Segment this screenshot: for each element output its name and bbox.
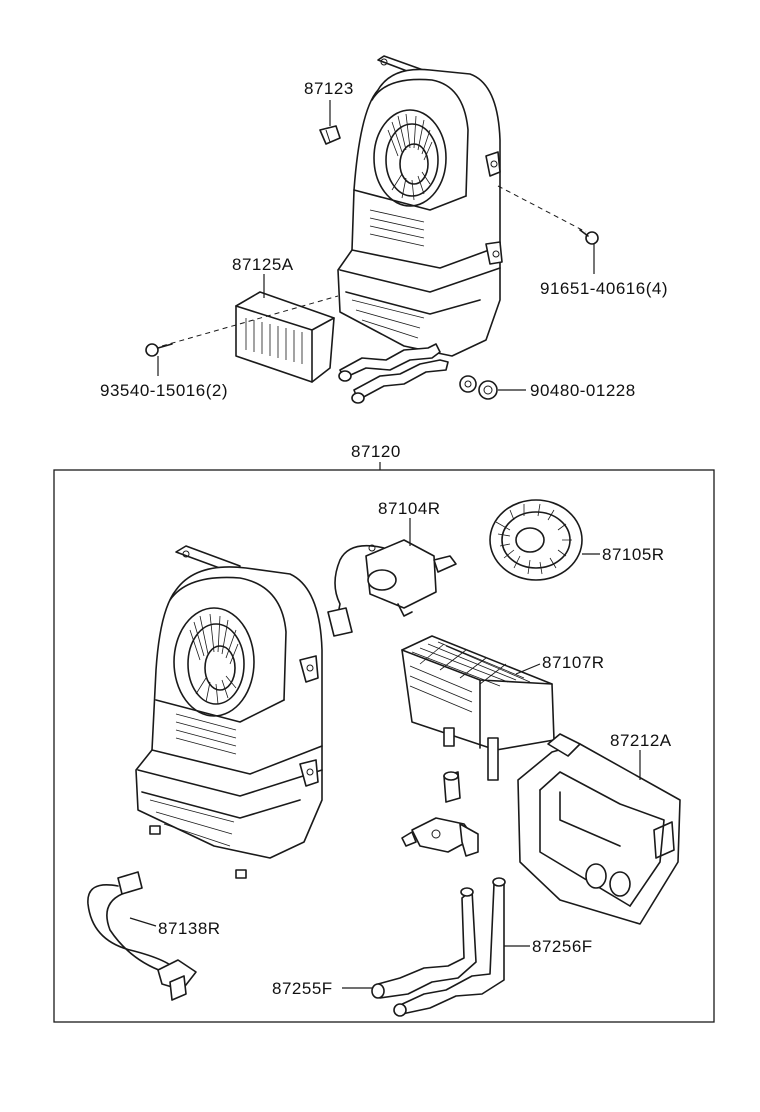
- lower-case-87212A: [517, 733, 681, 925]
- label-87104R: 87104R: [378, 499, 441, 518]
- label-87212A: 87212A: [610, 731, 672, 750]
- clip-87123: [319, 125, 341, 145]
- label-90480-01228: 90480-01228: [530, 381, 636, 400]
- water-valve: [401, 771, 479, 857]
- leader-87107R: [515, 663, 541, 675]
- servo-motor-87104R: [327, 539, 457, 637]
- pipes-87255F-87256F: [371, 877, 506, 1017]
- screw-93540: [145, 343, 173, 357]
- blower-unit-assembly-top: [337, 55, 503, 404]
- label-87138R: 87138R: [158, 919, 221, 938]
- screw-91651: [579, 229, 599, 245]
- label-87107R: 87107R: [542, 653, 605, 672]
- label-87123: 87123: [304, 79, 354, 98]
- wire-harness-87138R: [87, 871, 197, 1001]
- label-93540-15016: 93540-15016(2): [100, 381, 228, 400]
- blower-housing-main: [135, 545, 323, 879]
- grommet-90480: [459, 375, 498, 400]
- guide-line-screw-91651: [497, 185, 587, 233]
- label-91651-40616: 91651-40616(4): [540, 279, 668, 298]
- label-87125A: 87125A: [232, 255, 294, 274]
- kit-87120-box: [53, 469, 715, 1023]
- filter-87125A: [235, 291, 335, 383]
- label-87255F: 87255F: [272, 979, 333, 998]
- fan-wheel-87105R: [489, 499, 583, 581]
- leader-87138R: [129, 917, 157, 927]
- label-87256F: 87256F: [532, 937, 593, 956]
- heater-core-87107R: [401, 635, 555, 781]
- guide-line-screw-93540: [161, 295, 339, 347]
- label-87120: 87120: [351, 442, 401, 461]
- label-87105R: 87105R: [602, 545, 665, 564]
